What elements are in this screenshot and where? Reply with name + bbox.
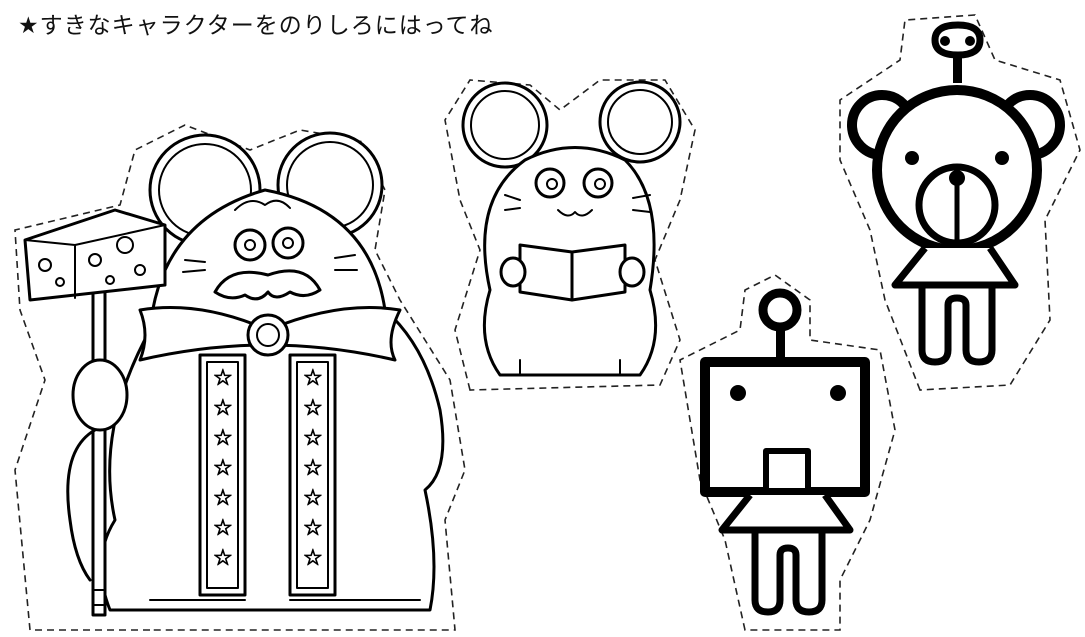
mouse-reading-book-icon	[461, 80, 682, 377]
cheese-scepter-icon	[23, 208, 167, 617]
svg-text:☆: ☆	[303, 426, 323, 451]
svg-text:☆: ☆	[213, 366, 233, 391]
svg-text:☆: ☆	[213, 486, 233, 511]
windup-bear-icon	[847, 21, 1065, 366]
mouse-king-cutout[interactable]: ☆ ☆ ☆ ☆ ☆ ☆ ☆ ☆ ☆ ☆ ☆ ☆ ☆ ☆	[14, 124, 466, 631]
instruction-text: ★すきなキャラクターをのりしろにはってね	[18, 13, 494, 39]
windup-bear-cutout[interactable]	[839, 14, 1081, 391]
box-robot-icon	[700, 288, 870, 616]
svg-text:☆: ☆	[303, 516, 323, 541]
mouse-king-icon: ☆ ☆ ☆ ☆ ☆ ☆ ☆ ☆ ☆ ☆ ☆ ☆ ☆ ☆	[99, 131, 445, 612]
svg-text:☆: ☆	[213, 456, 233, 481]
svg-text:☆: ☆	[213, 426, 233, 451]
svg-text:☆: ☆	[303, 396, 323, 421]
svg-text:☆: ☆	[213, 546, 233, 571]
svg-text:☆: ☆	[213, 516, 233, 541]
svg-text:☆: ☆	[303, 546, 323, 571]
svg-text:☆: ☆	[303, 456, 323, 481]
svg-text:☆: ☆	[213, 396, 233, 421]
box-robot-cutout[interactable]	[679, 274, 896, 631]
svg-text:☆: ☆	[303, 486, 323, 511]
svg-text:☆: ☆	[303, 366, 323, 391]
mouse-reading-cutout[interactable]	[444, 79, 696, 391]
